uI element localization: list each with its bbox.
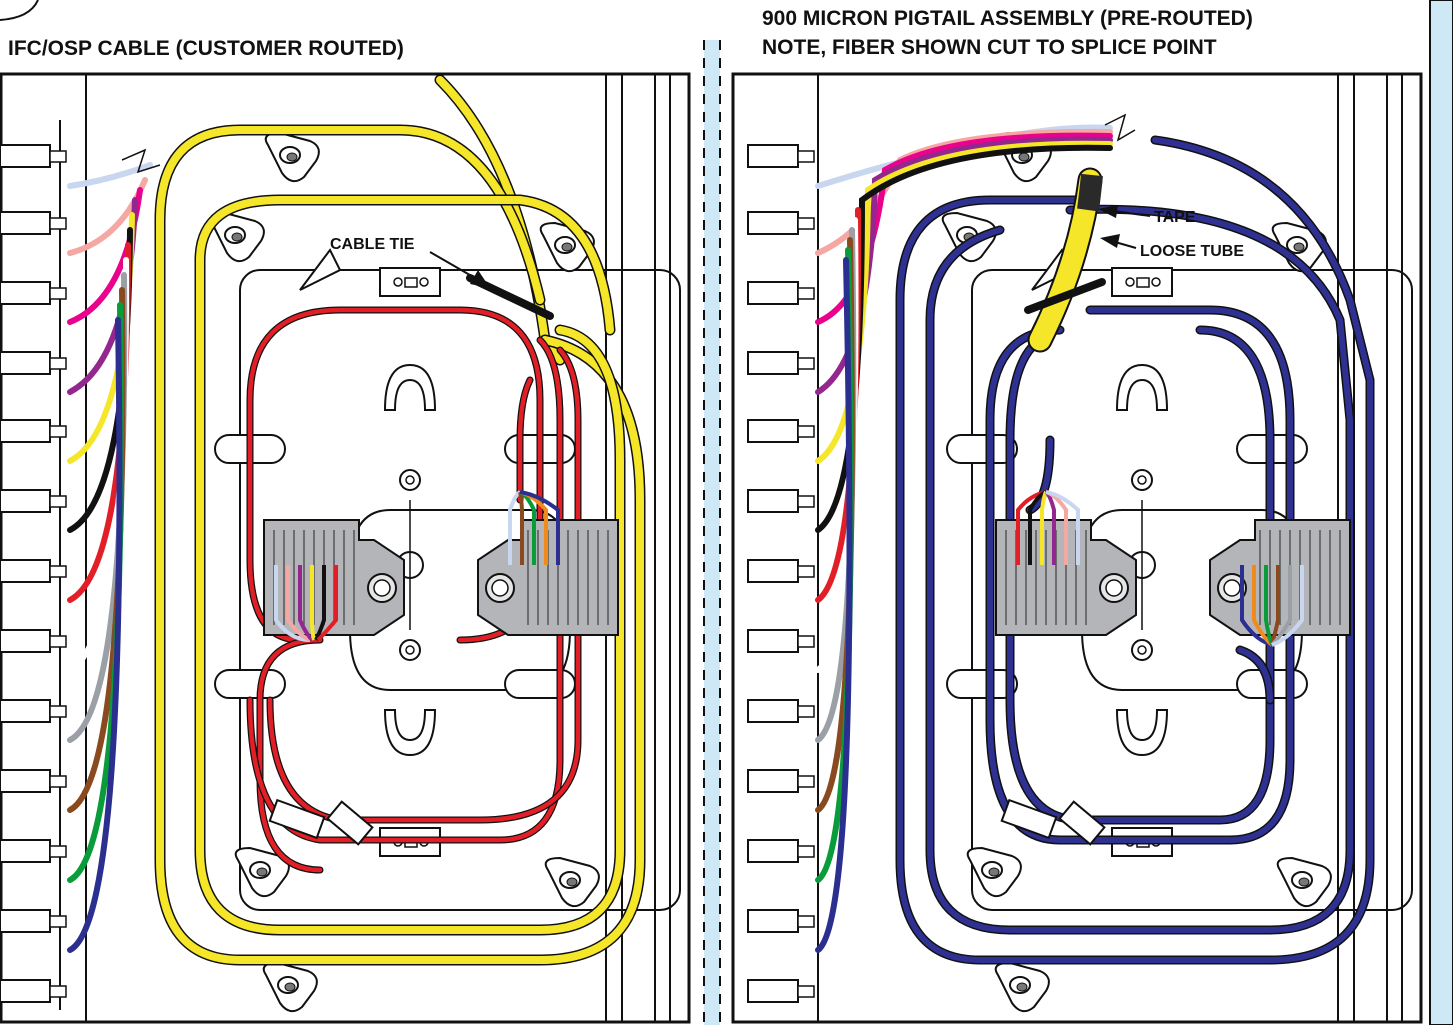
cable-tie-callout: CABLE TIE — [330, 236, 415, 253]
fiber-bundle-right — [815, 124, 1113, 953]
left-panel-title: IFC/OSP CABLE (CUSTOMER ROUTED) — [8, 37, 404, 60]
tape-callout: TAPE — [1154, 209, 1196, 226]
right-panel-title: 900 MICRON PIGTAIL ASSEMBLY (PRE-ROUTED) — [762, 7, 1253, 30]
ifc-osp-cable — [154, 74, 646, 966]
panel-divider — [703, 40, 721, 1025]
cable-tie-icon — [1024, 278, 1106, 314]
right-panel: TAPE LOOSE TUBE — [731, 0, 1453, 1025]
tool-sketch-icon — [268, 798, 374, 846]
loose-tube — [1024, 167, 1106, 353]
left-panel: CABLE TIE — [0, 72, 691, 1024]
loose-tube-callout: LOOSE TUBE — [1140, 243, 1244, 260]
block-fibers-right — [1016, 490, 1304, 647]
fiber-bundle-left — [67, 162, 153, 953]
partial-callout-circle — [0, 0, 39, 21]
tool-sketch-icon — [1000, 798, 1106, 846]
right-panel-note: NOTE, FIBER SHOWN CUT TO SPLICE POINT — [762, 36, 1217, 59]
block-fibers-left — [274, 490, 560, 642]
